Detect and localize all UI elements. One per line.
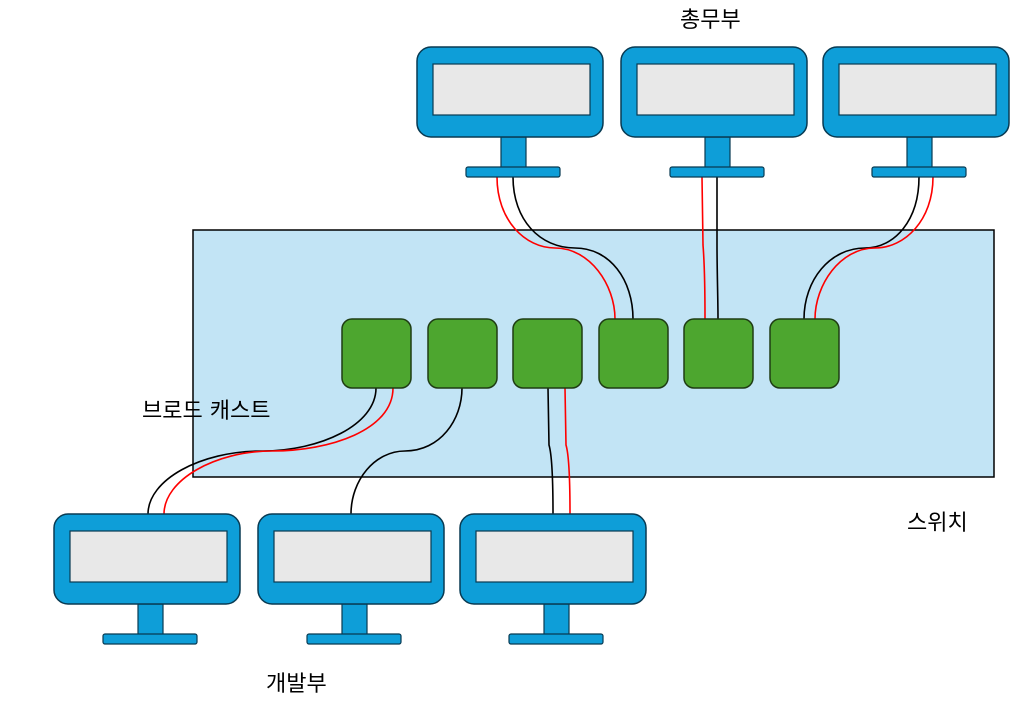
monitor-icon-top-2 bbox=[620, 46, 808, 178]
monitor-icon-top-3 bbox=[822, 46, 1010, 178]
label-top-group: 총무부 bbox=[680, 8, 741, 33]
broadcast-top-1 bbox=[496, 176, 616, 320]
broadcast-bottom-3 bbox=[564, 387, 571, 515]
cable-bottom-3 bbox=[547, 387, 554, 515]
monitor-icon-bottom-2 bbox=[257, 513, 445, 645]
cable-top-2 bbox=[716, 177, 719, 320]
label-broadcast: 브로드 캐스트 bbox=[142, 399, 271, 424]
monitor-icon-bottom-1 bbox=[53, 513, 241, 645]
switch-port-4 bbox=[598, 318, 669, 389]
switch-port-5 bbox=[683, 318, 754, 389]
broadcast-top-3 bbox=[814, 176, 934, 320]
switch-port-1 bbox=[341, 318, 412, 389]
cable-top-3 bbox=[803, 176, 920, 320]
switch-port-2 bbox=[427, 318, 498, 389]
switch-port-6 bbox=[769, 318, 840, 389]
broadcast-bottom-1 bbox=[163, 387, 394, 515]
broadcast-top-2 bbox=[701, 176, 706, 320]
monitor-icon-top-1 bbox=[416, 46, 604, 178]
cable-bottom-2 bbox=[350, 387, 463, 515]
label-bottom-group: 개발부 bbox=[266, 672, 327, 697]
monitor-icon-bottom-3 bbox=[459, 513, 647, 645]
switch-port-3 bbox=[512, 318, 583, 389]
switch-box bbox=[192, 229, 995, 478]
cable-top-1 bbox=[512, 176, 634, 320]
label-switch: 스위치 bbox=[907, 511, 968, 536]
